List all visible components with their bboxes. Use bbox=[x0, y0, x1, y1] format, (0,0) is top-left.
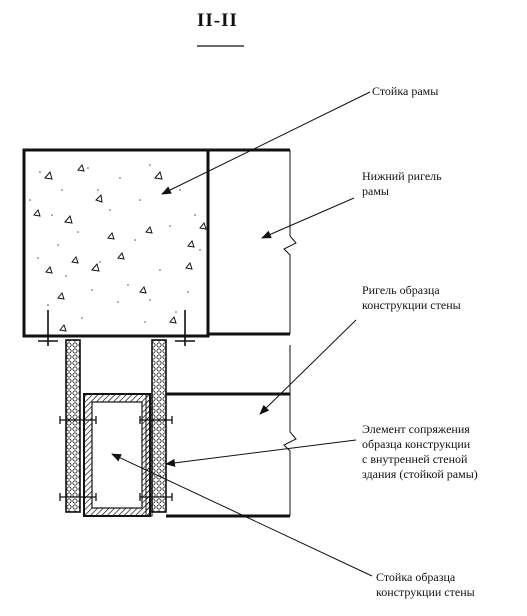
leader-specimen-girder bbox=[259, 319, 357, 415]
insulation-columns bbox=[65, 339, 167, 513]
label-specimen-post: Стойка образца конструкции стены bbox=[376, 570, 475, 599]
label-frame-post: Стойка рамы bbox=[372, 84, 439, 98]
label-specimen-girder: Ригель образца конструкции стены bbox=[362, 283, 461, 312]
leader-interface-element bbox=[165, 439, 357, 467]
interface-element bbox=[145, 393, 153, 517]
section-title: II-II bbox=[197, 10, 238, 31]
concrete-frame-post bbox=[22, 148, 210, 338]
specimen-wall-girder bbox=[166, 345, 297, 518]
label-lower-girder: Нижний ригель рамы bbox=[362, 169, 442, 198]
leader-lines bbox=[111, 91, 373, 577]
leader-lower-girder bbox=[261, 197, 355, 239]
anchor-bolts bbox=[38, 310, 195, 346]
label-interface-element: Элемент сопряжения образца конструкции с… bbox=[362, 422, 478, 481]
leader-frame-post bbox=[161, 91, 371, 195]
lower-frame-girder bbox=[208, 148, 297, 336]
leader-specimen-post bbox=[111, 453, 373, 577]
fasteners bbox=[59, 416, 173, 501]
